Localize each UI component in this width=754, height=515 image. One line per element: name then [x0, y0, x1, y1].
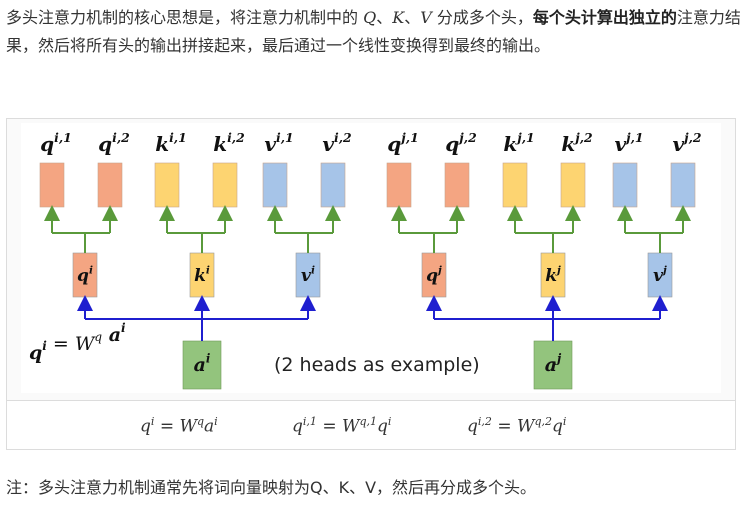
diagram-caption: (2 heads as example)	[274, 354, 480, 376]
top-vector-label: qj,1	[387, 130, 418, 156]
top-vector-box	[154, 162, 180, 208]
mid-vector-box	[295, 252, 321, 298]
diagram-background	[21, 123, 721, 393]
multi-head-attention-diagram: qi,1 qi,2 ki,1 ki,2 vi,1 vi,2 qj,1 qj,2 kj,1 kj,2…	[21, 123, 721, 393]
top-vector-box	[444, 162, 470, 208]
mid-vector-label: qj	[426, 264, 442, 286]
input-vector-box	[533, 340, 573, 390]
mid-vector-label: vi	[301, 264, 315, 286]
input-vector-label: aj	[545, 351, 562, 376]
top-vector-label: ki,2	[213, 130, 245, 156]
top-vector-box	[212, 162, 238, 208]
top-vector-label: vj,1	[614, 130, 643, 156]
top-vector-label: kj,2	[561, 130, 593, 156]
mid-vector-box	[540, 252, 566, 298]
intro-paragraph: 多头注意力机制的核心思想是，将注意力机制中的 Q、K、V 分成多个头，每个头计算…	[6, 4, 746, 60]
mid-vector-label: ki	[194, 264, 210, 286]
top-vector-label: qi,1	[40, 130, 72, 156]
top-vector-label: kj,1	[503, 130, 534, 156]
equation-3: qi,2 = Wq,2qi	[467, 415, 567, 437]
footnote: 注：多头注意力机制通常先将词向量映射为Q、K、V，然后再分成多个头。	[6, 478, 537, 497]
separator: 、	[404, 8, 421, 27]
top-vector-label: qi,2	[98, 130, 130, 156]
symbol-q: Q	[363, 8, 377, 27]
top-vector-box	[612, 162, 638, 208]
symbol-k: K	[392, 8, 405, 27]
top-vector-box	[560, 162, 586, 208]
mid-vector-label: qi	[77, 264, 93, 286]
mid-vector-label: kj	[545, 264, 561, 286]
top-vector-label: qj,2	[445, 130, 477, 156]
top-vector-label: vi,2	[322, 130, 352, 156]
equation-1: qi = Wqai	[140, 415, 218, 437]
intro-text-2: 分成多个头，	[431, 8, 533, 27]
top-vector-box	[502, 162, 528, 208]
separator: 、	[376, 8, 393, 27]
intro-bold-text: 每个头计算出独立的	[532, 8, 677, 27]
top-vector-box	[670, 162, 696, 208]
top-vector-label: vj,2	[672, 130, 701, 156]
top-vector-box	[262, 162, 288, 208]
input-vector-box	[182, 340, 222, 390]
top-vector-label: ki,1	[155, 130, 187, 156]
mid-vector-label: vj	[653, 264, 667, 286]
top-vector-box	[39, 162, 65, 208]
mid-vector-box	[647, 252, 673, 298]
equation-2: qi,1 = Wq,1qi	[292, 415, 392, 437]
symbol-v: V	[420, 8, 432, 27]
top-vector-box	[97, 162, 123, 208]
intro-text-3: 注意力结果，然后将所有头的输出拼接起来，最后通过一个线性变换得到最终的输出。	[6, 8, 741, 55]
mid-vector-box	[189, 252, 215, 298]
equation-band: qi = Wqai qi,1 = Wq,1qi qi,2 = Wq,2qi	[7, 400, 735, 449]
diagram-formula: qi = Wq ai	[29, 321, 126, 364]
top-vector-box	[386, 162, 412, 208]
mid-vector-box	[421, 252, 447, 298]
figure-container: qi,1 qi,2 ki,1 ki,2 vi,1 vi,2 qj,1 qj,2 kj,1 kj,2…	[6, 118, 736, 450]
top-vector-box	[320, 162, 346, 208]
intro-text-1: 多头注意力机制的核心思想是，将注意力机制中的	[6, 8, 364, 27]
input-vector-label: ai	[194, 351, 211, 376]
top-vector-label: vi,1	[264, 130, 293, 156]
